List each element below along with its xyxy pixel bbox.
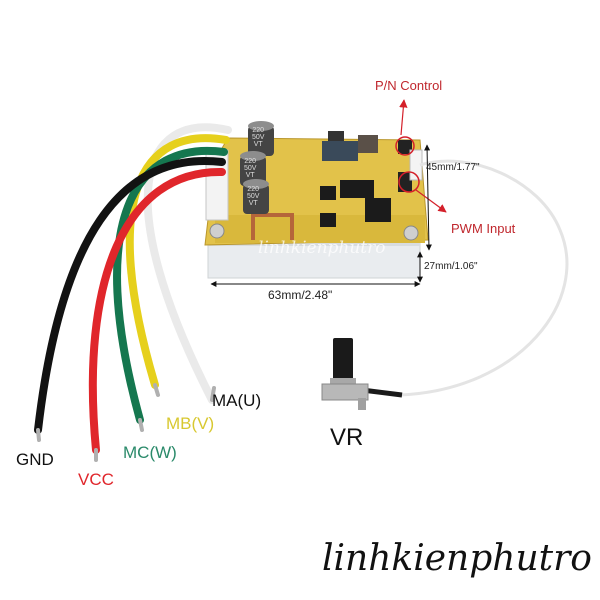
pwm-input-header <box>398 172 412 192</box>
capacitor-series: VT <box>253 141 263 148</box>
capacitor <box>243 179 269 214</box>
screw-icon <box>403 225 419 241</box>
pn-control-arrow <box>399 99 408 136</box>
capacitor-value: 220 <box>252 127 265 134</box>
trimmer <box>322 141 358 161</box>
pwm-input-highlight <box>398 171 420 193</box>
capacitor-voltage: 50V <box>247 193 260 200</box>
capacitor-marking: 220 50V VT <box>244 158 256 179</box>
ic-chip <box>320 186 336 200</box>
wire-label-mb-v: MB(V) <box>166 414 215 433</box>
pcb-board <box>204 131 429 246</box>
width-dimension-label: 63mm/2.48" <box>268 288 333 302</box>
wire-label-ma-u: MA(U) <box>212 391 262 410</box>
height-dimension-line <box>424 144 432 251</box>
wire-ma-u <box>143 123 232 404</box>
capacitor-series: VT <box>248 200 258 207</box>
potentiometer-cable-sleeve <box>361 387 403 398</box>
pn-control-jumper <box>398 140 412 154</box>
capacitors <box>240 121 274 214</box>
height-dimension-label: 45mm/1.77" <box>426 162 480 173</box>
potentiometer-label: VR <box>330 424 364 451</box>
capacitor <box>240 151 266 186</box>
capacitor-marking: 220 50V VT <box>252 127 264 148</box>
capacitor-voltage: 50V <box>244 165 257 172</box>
wire-gnd <box>34 156 226 434</box>
wire-mc-w <box>113 146 228 424</box>
wire-vcc <box>88 167 226 454</box>
screw-icon <box>209 223 225 239</box>
capacitor-series: VT <box>245 172 255 179</box>
ic-chip <box>365 198 391 222</box>
wire-bundle <box>34 123 232 462</box>
capacitor-value: 220 <box>247 186 260 193</box>
potentiometer-cable <box>399 159 569 397</box>
shunt-resistor <box>251 213 294 240</box>
ic-chip <box>320 213 336 227</box>
wire-label-vcc: VCC <box>78 470 114 489</box>
board-watermark: linhkienphutro <box>258 238 386 258</box>
capacitor-voltage: 50V <box>252 134 265 141</box>
capacitor-marking: 220 50V VT <box>247 186 259 207</box>
inductor <box>358 135 378 153</box>
ic-chip <box>340 180 374 198</box>
capacitor <box>248 121 274 156</box>
pn-control-label: P/N Control <box>375 78 443 93</box>
potentiometer <box>321 338 369 410</box>
brand-watermark: linhkienphutro <box>322 538 592 579</box>
pn-control-highlight <box>395 136 415 156</box>
capacitor-value: 220 <box>244 158 257 165</box>
depth-dimension-label: 27mm/1.06" <box>424 261 478 272</box>
wire-label-gnd: GND <box>16 450 54 469</box>
wire-label-mc-w: MC(W) <box>123 443 177 462</box>
pwm-input-label: PWM Input <box>451 221 516 236</box>
